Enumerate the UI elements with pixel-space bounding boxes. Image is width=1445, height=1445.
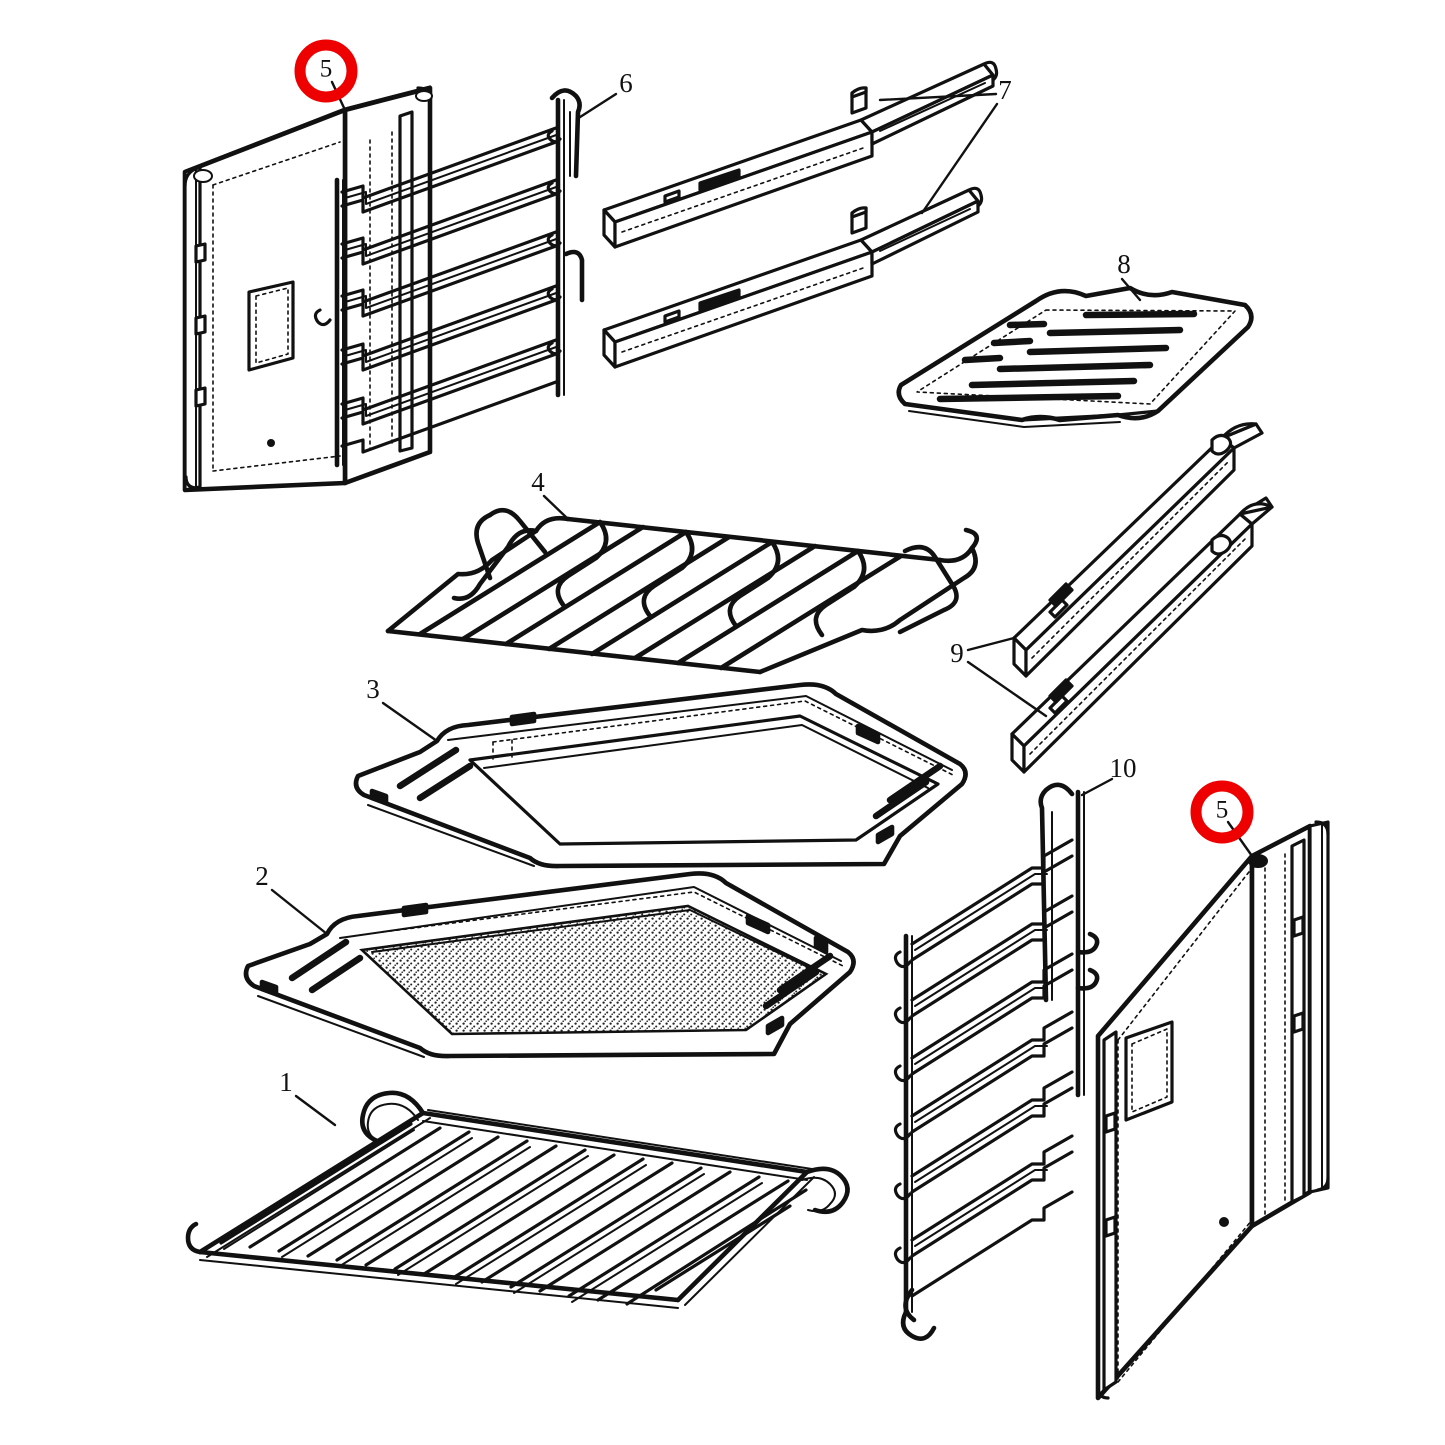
callout-ring-right	[1190, 780, 1254, 844]
label-2: 2	[255, 861, 269, 891]
label-4: 4	[531, 467, 545, 497]
leader-10	[1080, 777, 1114, 797]
label-3: 3	[366, 674, 380, 704]
part-oven-slide-rail-lower[interactable]	[1010, 422, 1274, 774]
leader-lines	[270, 80, 1254, 1127]
part-oven-bottom-heat-shield[interactable]	[896, 285, 1254, 428]
part-number-labels: 1 2 3 4 6 7 8 9 10	[255, 68, 1136, 1097]
part-oven-slide-rail-upper[interactable]	[602, 60, 999, 369]
label-7: 7	[998, 75, 1012, 105]
part-rack-support-element-left[interactable]	[313, 88, 585, 468]
part-rack-support-element-right[interactable]	[893, 782, 1100, 1341]
callout-5-left[interactable]: 5	[294, 39, 358, 103]
leader-callout-5-right	[1226, 820, 1254, 858]
callout-5-right[interactable]: 5	[1190, 780, 1254, 844]
leader-7b	[920, 102, 999, 215]
leader-4	[542, 494, 570, 521]
part-broiler-grid-insert[interactable]	[385, 507, 980, 675]
leader-2	[270, 888, 329, 936]
callout-number-right: 5	[1216, 797, 1229, 824]
label-8: 8	[1117, 249, 1131, 279]
leader-9a	[966, 636, 1016, 652]
part-oven-bottom-panel[interactable]	[243, 871, 856, 1059]
callout-ring-left	[294, 39, 358, 103]
leader-9b	[966, 660, 1048, 718]
label-1: 1	[279, 1067, 293, 1097]
leader-6	[575, 92, 618, 121]
leader-8	[1120, 277, 1142, 302]
leader-3	[381, 701, 439, 743]
part-broiler-pan[interactable]	[353, 682, 968, 869]
callout-number-left: 5	[320, 56, 333, 83]
part-oven-side-panel-right[interactable]	[1095, 820, 1330, 1401]
leader-7a	[878, 92, 998, 102]
label-9: 9	[950, 638, 964, 668]
label-10: 10	[1110, 753, 1137, 783]
part-oven-wire-rack[interactable]	[185, 1090, 850, 1309]
label-6: 6	[619, 68, 633, 98]
part-oven-side-panel-left[interactable]	[182, 85, 433, 493]
leader-1	[294, 1094, 337, 1127]
